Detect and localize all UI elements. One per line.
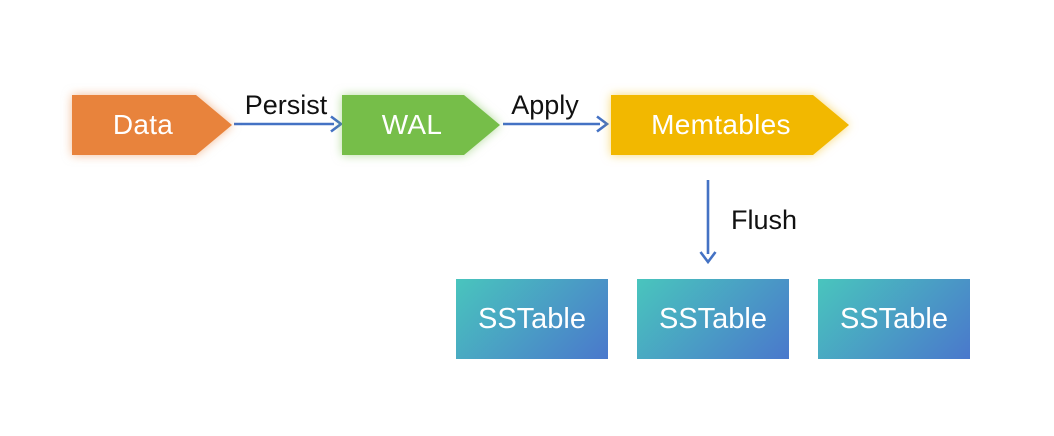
flush-arrow [699, 180, 717, 265]
persist-edge-label: Persist [244, 90, 328, 120]
sstable-box-2: SSTable [637, 279, 789, 359]
sstable-box-3-label: SSTable [839, 302, 948, 335]
sstable-box-2-label: SSTable [658, 302, 767, 335]
sstable-box-1: SSTable [456, 279, 608, 359]
wal-node: WAL [342, 95, 500, 155]
data-node-shape: Data [72, 95, 232, 155]
sstable-box-1-label: SSTable [477, 302, 586, 335]
data-node-label: Data [112, 109, 174, 140]
memtables-node-shape: Memtables [611, 95, 849, 155]
memtables-node: Memtables [611, 95, 849, 155]
wal-node-shape: WAL [342, 95, 500, 155]
wal-node-label: WAL [381, 109, 443, 140]
flush-edge-label: Flush [731, 205, 798, 235]
sstable-box-3: SSTable [818, 279, 970, 359]
data-node: Data [72, 95, 232, 155]
memtables-node-label: Memtables [651, 109, 791, 140]
apply-edge-label: Apply [511, 90, 579, 120]
